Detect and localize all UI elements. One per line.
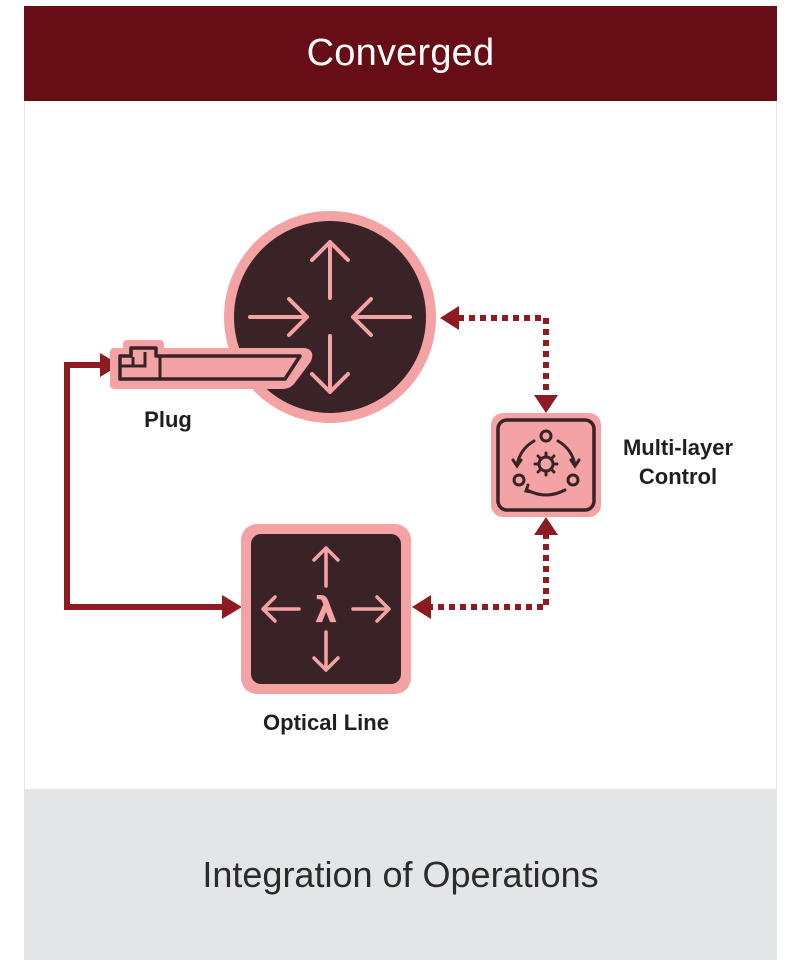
cycle-gear-icon — [511, 429, 581, 497]
optical-arrows-icon — [261, 546, 391, 672]
header-title: Converged — [306, 32, 495, 74]
arrowhead-to-optical — [222, 595, 242, 619]
header-banner: Converged — [24, 6, 777, 101]
arrowhead-to-optical-right — [412, 595, 431, 619]
optical-label: Optical Line — [263, 710, 389, 735]
plug-optical-connector — [64, 353, 242, 619]
router-node — [224, 211, 436, 423]
control-label-line1: Multi-layer — [622, 435, 734, 460]
arrowhead-to-control — [534, 395, 558, 413]
plug-node — [110, 340, 313, 389]
plug-label: Plug — [144, 407, 192, 432]
router-control-connector — [440, 306, 558, 413]
router-arrows-icon — [248, 240, 412, 394]
control-node — [491, 413, 601, 517]
optical-node: λ — [241, 524, 411, 694]
arrowhead-from-control — [534, 517, 558, 535]
control-optical-connector — [412, 517, 558, 619]
footer-caption: Integration of Operations — [202, 853, 599, 895]
arrowhead-to-router — [440, 306, 459, 330]
lambda-symbol: λ — [315, 590, 338, 631]
footer-banner: Integration of Operations — [24, 789, 777, 960]
control-label: Multi-layer Control — [598, 433, 758, 491]
control-label-line2: Control — [638, 464, 718, 489]
